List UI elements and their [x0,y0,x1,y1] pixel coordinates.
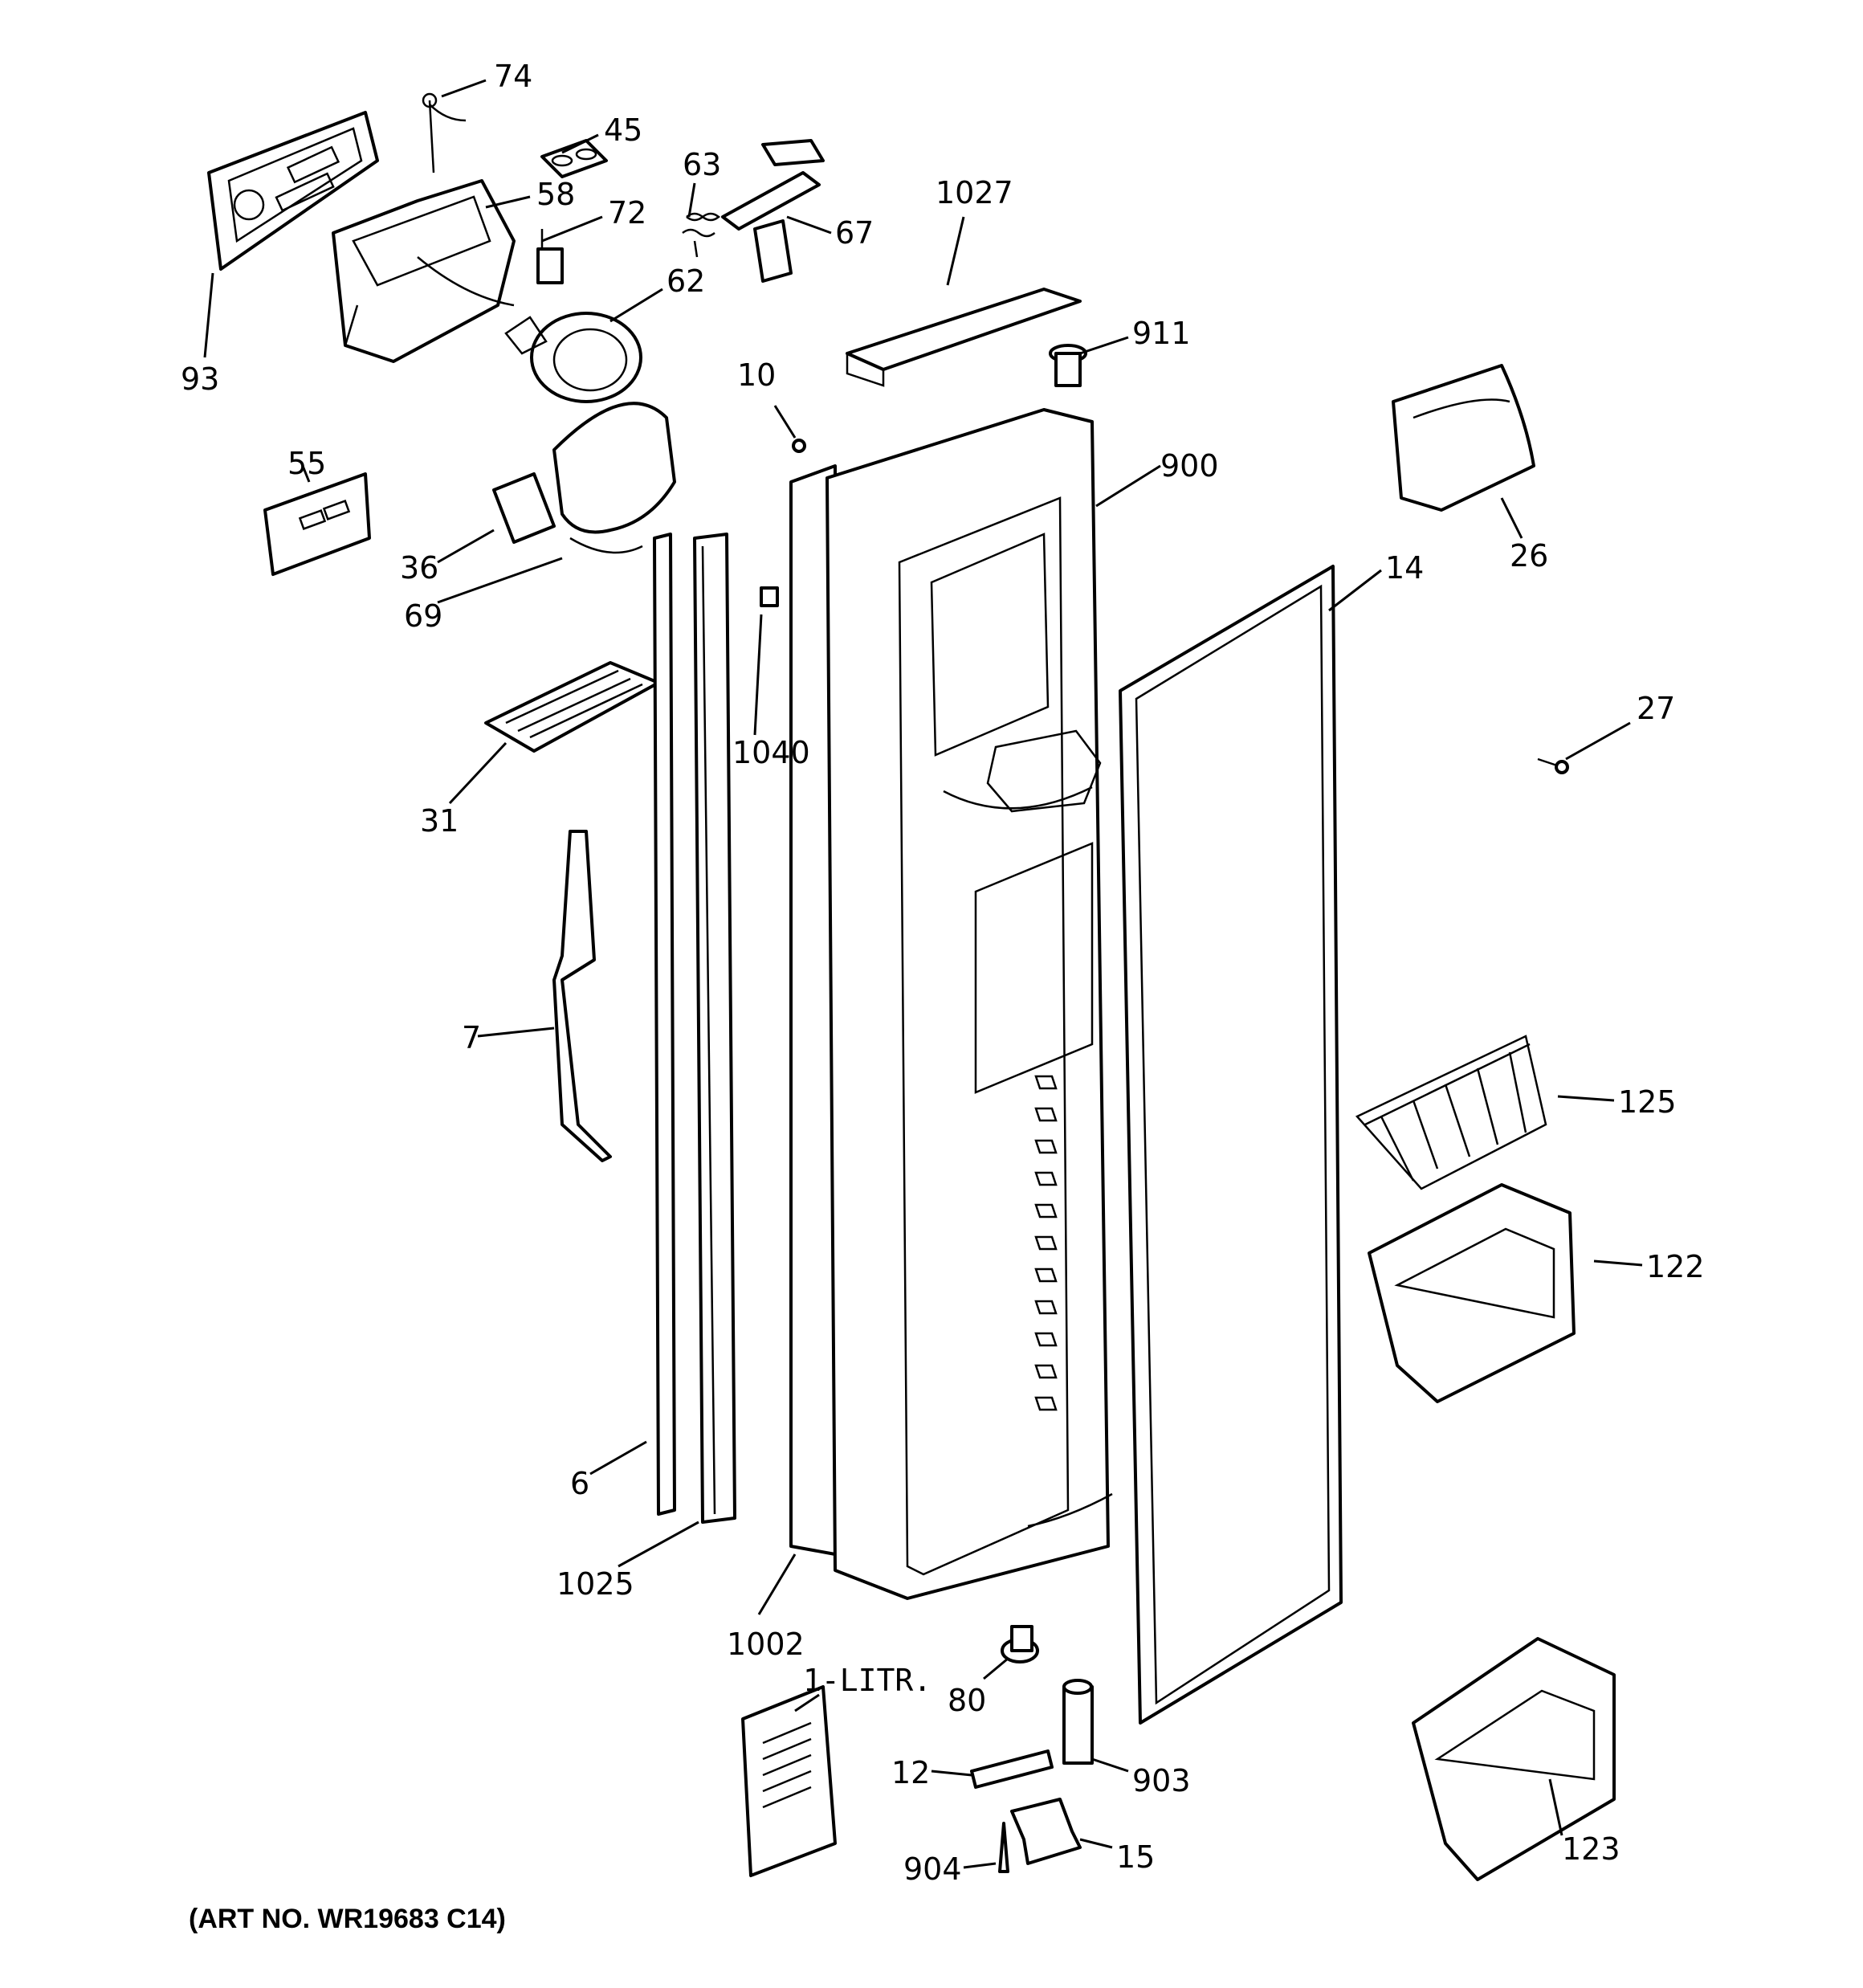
callout-72: 72 [608,195,646,231]
part-1025-trim-channel [693,533,736,1524]
part-15-hinge [1010,1798,1082,1865]
part-69-funnel [552,402,676,554]
door-shelf-clips [1034,1075,1058,1411]
callout-122: 122 [1646,1249,1705,1284]
callout-125: 125 [1618,1084,1677,1120]
callout-1002: 1002 [727,1627,805,1662]
callout-1-litr: 1-LITR. [803,1663,932,1698]
part-93-control-board [207,111,379,271]
part-911-bushing [1049,344,1087,387]
callout-80: 80 [948,1683,986,1718]
part-6-door-trim [653,533,676,1516]
callout-7: 7 [462,1020,481,1055]
callout-62: 62 [667,263,705,299]
callout-55: 55 [287,446,326,481]
callout-6: 6 [570,1466,589,1501]
callout-67: 67 [835,215,874,251]
part-27-screw [1537,757,1569,774]
part-63-spring [682,212,721,258]
part-1-litr-literature [741,1685,837,1877]
part-45-bracket [540,139,608,178]
part-31-grille [484,661,660,753]
callout-26: 26 [1510,538,1548,574]
part-67-hinge-arm [721,139,825,283]
callout-27: 27 [1637,691,1675,726]
callout-14: 14 [1385,550,1424,586]
callout-904: 904 [903,1851,962,1887]
callout-74: 74 [494,59,532,94]
part-125-wire-basket [1355,1035,1547,1190]
callout-1040: 1040 [732,735,810,770]
part-80-plug [1001,1625,1039,1663]
part-12-bracket [970,1749,1054,1789]
part-1040-button [760,586,779,607]
callout-900: 900 [1160,448,1219,484]
callout-labels: 74 45 63 58 72 67 1027 62 93 911 10 900 … [181,59,1705,1887]
part-72-switch [536,229,564,284]
part-58-housing [332,179,516,363]
part-1027-top-cap [846,288,1082,387]
callout-15: 15 [1116,1839,1155,1875]
part-903-pin [1062,1679,1094,1765]
part-62-chute-ring [504,312,642,403]
part-55-board [263,472,371,576]
part-904-screw [998,1822,1009,1873]
callout-63: 63 [683,147,721,182]
part-36-paddle [492,472,556,544]
callout-58: 58 [536,177,575,212]
callout-911: 911 [1132,316,1191,351]
callout-903: 903 [1132,1763,1191,1798]
leader-lines [203,79,1643,1869]
callout-1025: 1025 [556,1566,634,1602]
callout-93: 93 [181,361,219,397]
callout-123: 123 [1562,1831,1620,1867]
callout-36: 36 [400,550,438,586]
callout-10: 10 [737,357,776,393]
callout-45: 45 [604,112,642,148]
part-14-gasket [1119,565,1343,1725]
art-number: (ART NO. WR19683 C14) [189,1904,506,1934]
part-10-screw [792,439,806,453]
callout-31: 31 [420,803,459,839]
part-7-trim-strip [552,830,612,1162]
part-122-door-bin [1368,1183,1576,1403]
callout-12: 12 [891,1755,930,1790]
part-74-spring [422,92,467,173]
callout-69: 69 [404,598,442,634]
part-26-cover [1392,364,1535,512]
callout-1027: 1027 [936,175,1013,210]
part-123-door-bin [1412,1637,1616,1881]
part-900-door-assembly [826,408,1113,1600]
